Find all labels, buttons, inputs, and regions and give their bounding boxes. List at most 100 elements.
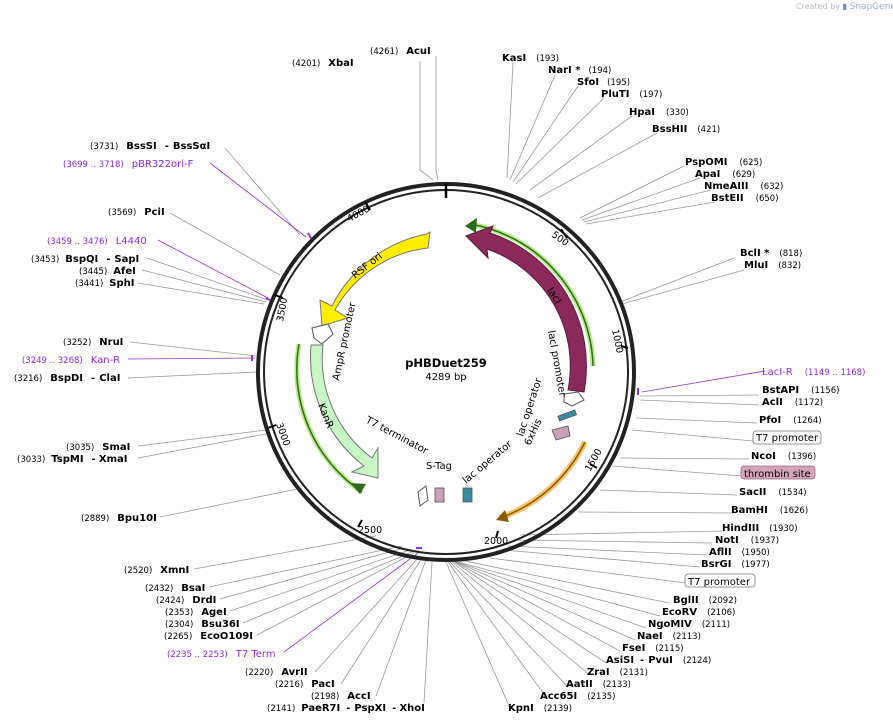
- lac-operator-box[interactable]: [557, 409, 577, 422]
- site-pos: (3441): [75, 279, 103, 289]
- lacI-promoter-arrow[interactable]: [563, 391, 585, 407]
- site-pos: (3569): [108, 208, 136, 218]
- site-name: Acc65I: [540, 691, 577, 702]
- site-pos: (4201): [292, 59, 320, 69]
- site-pos: (1930): [769, 524, 797, 534]
- svg-text:(2141)PaeR7I-PspXI-XhoI: (2141)PaeR7I-PspXI-XhoI: [267, 703, 425, 714]
- site-pos: (2424): [156, 596, 184, 606]
- site-pos: (3033): [17, 455, 45, 465]
- lacI-feature[interactable]: [465, 225, 587, 393]
- site-pos: (2124): [683, 656, 711, 666]
- t7-promoter-label-2: T7 promoter: [687, 577, 751, 588]
- svg-text:(3035)SmaI: (3035) SmaI: [66, 442, 130, 453]
- svg-text:NarI *(194): NarI *(194): [548, 65, 611, 76]
- kanR-feature[interactable]: [310, 344, 379, 479]
- t7-highlight: [498, 440, 588, 521]
- site-name-2: XmaI: [99, 454, 128, 465]
- site-pos: (421): [697, 125, 720, 135]
- site-pos: (3216): [14, 374, 42, 384]
- site-name: AgeI: [201, 607, 226, 618]
- svg-text:(3249 .. 3268)Kan-R: (3249 .. 3268)Kan-R: [22, 355, 120, 366]
- t7-terminator-arrow[interactable]: [417, 485, 429, 507]
- ampR-promoter-arrow[interactable]: [311, 323, 334, 345]
- lac-operator-box-2[interactable]: [462, 487, 473, 503]
- site-name: PaeR7I: [301, 703, 340, 714]
- site-name: PacI: [311, 679, 334, 690]
- site-name: Bpu10I: [117, 513, 157, 524]
- tick-marks: [267, 202, 629, 539]
- site-pos: (3252): [63, 338, 91, 348]
- svg-text:AsiSI-PvuI(2124): AsiSI-PvuI(2124): [606, 655, 711, 666]
- svg-text:Acc65I(2135): Acc65I(2135): [540, 691, 616, 702]
- site-pos: (2111): [702, 620, 730, 630]
- site-name: Bsu36I: [201, 619, 239, 630]
- svg-text:ApaI(629): ApaI (629): [695, 169, 755, 180]
- site-name: NmeAIII: [704, 181, 748, 192]
- svg-text:(2198)AccI: (2198)AccI: [311, 691, 371, 702]
- primer-name: LacI-R: [762, 367, 793, 378]
- site-name: BglII: [673, 595, 699, 606]
- snapgene-watermark: Created by ▮ SnapGene: [796, 2, 893, 12]
- site-name: SacII: [739, 487, 766, 498]
- site-pos: (1950): [742, 548, 770, 558]
- svg-text:(4201)XbaI: (4201)XbaI: [292, 58, 354, 69]
- leader-lines: [127, 56, 766, 709]
- svg-text:(2424)DrdI: (2424)DrdI: [156, 595, 216, 606]
- 6xHis-tag[interactable]: [551, 425, 571, 441]
- rsf-ori-feature[interactable]: [319, 230, 431, 327]
- site-name: SmaI: [102, 442, 130, 453]
- site-pos: (2265): [164, 632, 192, 642]
- site-name: FseI: [622, 643, 645, 654]
- site-name: BspDI: [50, 373, 83, 384]
- t7-promoter-label: T7 promoter: [755, 433, 819, 444]
- svg-text:NaeI(2113): NaeI(2113): [637, 631, 701, 642]
- svg-text:BsrGI(1977): BsrGI(1977): [701, 559, 770, 570]
- svg-text:(2432)BsaI: (2432)BsaI: [145, 583, 205, 594]
- svg-text:NmeAIII(632): NmeAIII(632): [704, 181, 783, 192]
- s-tag-box[interactable]: [434, 487, 445, 503]
- svg-text:NgoMIV(2111): NgoMIV(2111): [648, 619, 730, 630]
- s-tag-label: S-Tag: [426, 461, 452, 472]
- site-name: AsiSI: [606, 655, 634, 666]
- svg-text:BstAPI(1156): BstAPI(1156): [762, 385, 839, 396]
- svg-text:(2265)EcoO109I: (2265)EcoO109I: [164, 631, 253, 642]
- site-name: AatII: [566, 679, 593, 690]
- site-pos: (2092): [709, 596, 737, 606]
- primer-pos: (3249 .. 3268): [22, 356, 83, 366]
- site-name: PspOMI: [685, 157, 727, 168]
- kanR-highlight-arrowhead: [350, 483, 366, 494]
- t7-terminator-label: T7 terminator: [363, 414, 431, 457]
- svg-text:(2216)PacI: (2216)PacI: [275, 679, 335, 690]
- site-pos: (1264): [793, 416, 821, 426]
- site-pos: (2353): [165, 608, 193, 618]
- site-pos: (330): [666, 108, 689, 118]
- site-pos: (625): [739, 158, 762, 168]
- plasmid-length: 4289 bp: [425, 372, 466, 383]
- site-name: BstAPI: [762, 385, 799, 396]
- svg-text:BamHI(1626): BamHI(1626): [731, 505, 808, 516]
- svg-text:(3216)BspDI-ClaI: (3216)BspDI-ClaI: [14, 373, 120, 384]
- site-pos: (2141): [267, 704, 295, 714]
- svg-text:ZraI(2131): ZraI(2131): [587, 667, 648, 678]
- svg-text:NotI(1937): NotI(1937): [715, 535, 779, 546]
- site-pos: (3035): [66, 443, 94, 453]
- site-pos: (629): [732, 170, 755, 180]
- thrombin-site-label: thrombin site: [744, 469, 811, 480]
- site-name: NcoI: [751, 451, 776, 462]
- site-name-2: SapI: [114, 254, 139, 265]
- site-name: PfoI: [759, 415, 781, 426]
- site-name: BsaI: [181, 583, 205, 594]
- site-pos: (1534): [778, 488, 806, 498]
- primer-marks: [251, 232, 639, 549]
- site-name: BsrGI: [701, 559, 731, 570]
- svg-text:MluI(832): MluI(832): [744, 260, 801, 271]
- primer-name: pBR322ori-F: [132, 159, 194, 170]
- thrombin-site-box: [740, 465, 816, 480]
- site-pos: (832): [778, 261, 801, 271]
- tick-label-3500: 3500: [275, 297, 290, 323]
- site-name: PluTI: [601, 89, 629, 100]
- site-name: ApaI: [695, 169, 720, 180]
- plasmid-name: pHBDuet259: [405, 356, 487, 370]
- site-name: KpnI: [508, 703, 534, 714]
